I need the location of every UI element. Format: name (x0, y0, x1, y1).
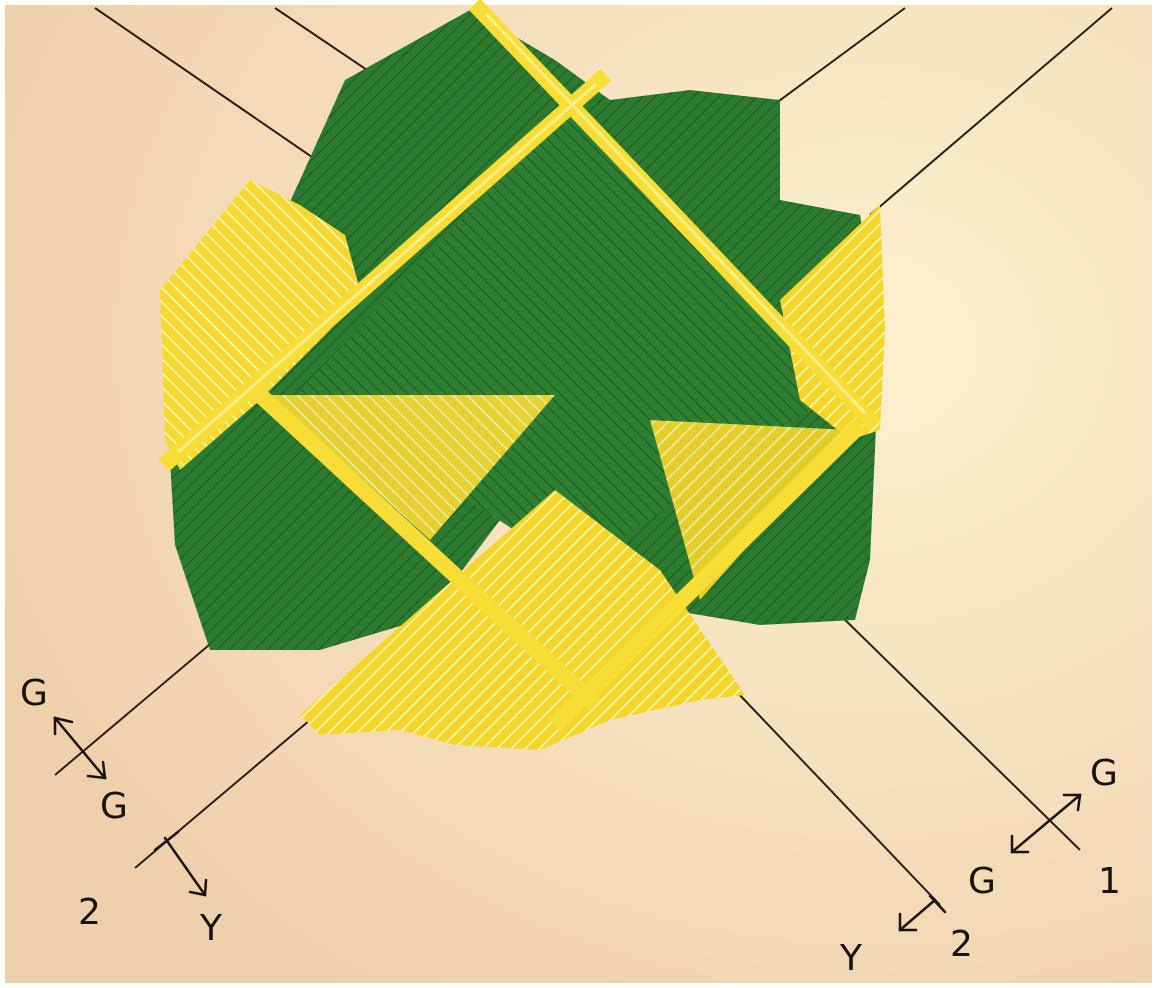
label-y-right: Y (839, 938, 863, 979)
label-g-left-top: G (20, 673, 48, 714)
label-2-right: 2 (950, 924, 973, 965)
label-1-right: 1 (1098, 861, 1121, 902)
label-2-left: 2 (78, 892, 101, 933)
label-g-right-mid: G (968, 861, 996, 902)
label-g-left-bottom: G (100, 786, 128, 827)
label-g-right-top: G (1090, 753, 1118, 794)
label-y-left: Y (199, 908, 223, 949)
